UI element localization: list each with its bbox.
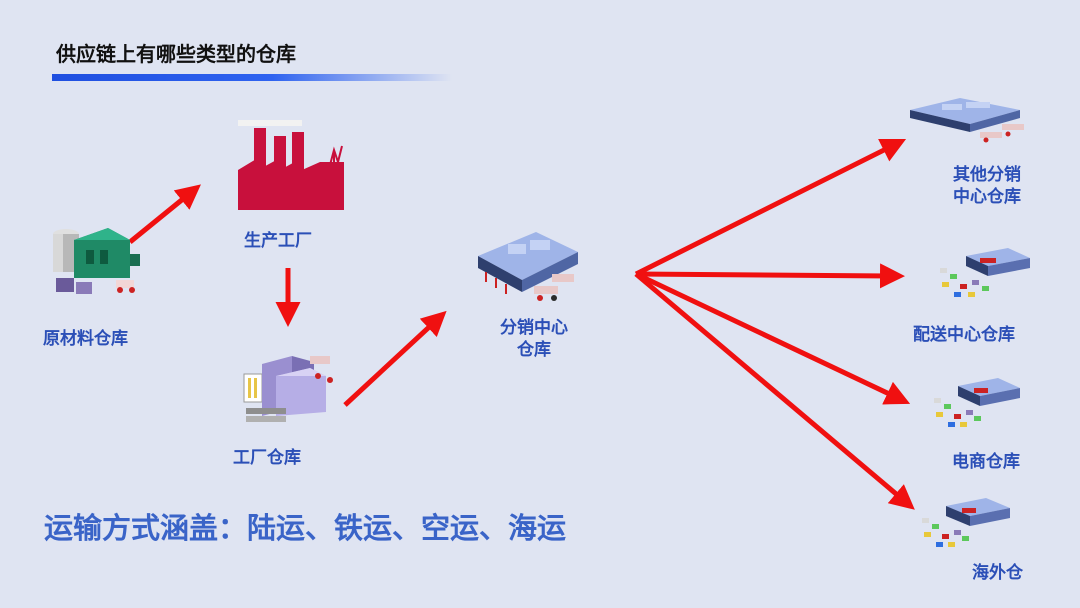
factory-label: 生产工厂 [244,231,312,251]
arrow-dc-to-ecommerce [634,271,911,405]
other-distribution-label-line1: 其他分销 [953,165,1021,185]
delivery-center-label: 配送中心仓库 [913,325,1015,345]
raw-material-warehouse-icon [53,228,140,294]
other-distribution-icon [910,98,1024,143]
arrow-dc-to-other [634,138,907,277]
arrow-warehouse-to-dc [343,310,447,407]
factory-icon [238,120,344,210]
ecommerce-warehouse-icon [934,378,1020,427]
distribution-center-icon [478,232,578,301]
arrow-raw-to-factory [128,184,201,244]
transport-note: 运输方式涵盖：陆运、铁运、空运、海运 [44,511,567,545]
ecommerce-label: 电商仓库 [952,452,1020,472]
distribution-center-label-line2: 仓库 [517,340,551,360]
factory-warehouse-icon [243,356,333,422]
title-underline [52,74,452,81]
delivery-center-icon [940,248,1030,297]
arrow-dc-to-overseas [634,272,915,510]
factory-warehouse-label: 工厂仓库 [233,448,301,468]
other-distribution-label: 其他分销 中心仓库 [953,164,1021,208]
overseas-label: 海外仓 [972,563,1023,583]
arrow-dc-to-delivery [635,263,905,289]
other-distribution-label-line2: 中心仓库 [953,187,1021,207]
overseas-warehouse-icon [922,498,1010,547]
raw-material-label: 原材料仓库 [43,329,128,349]
page-title: 供应链上有哪些类型的仓库 [56,42,296,66]
distribution-center-label-line1: 分销中心 [500,318,568,338]
distribution-center-label: 分销中心 仓库 [500,317,568,361]
